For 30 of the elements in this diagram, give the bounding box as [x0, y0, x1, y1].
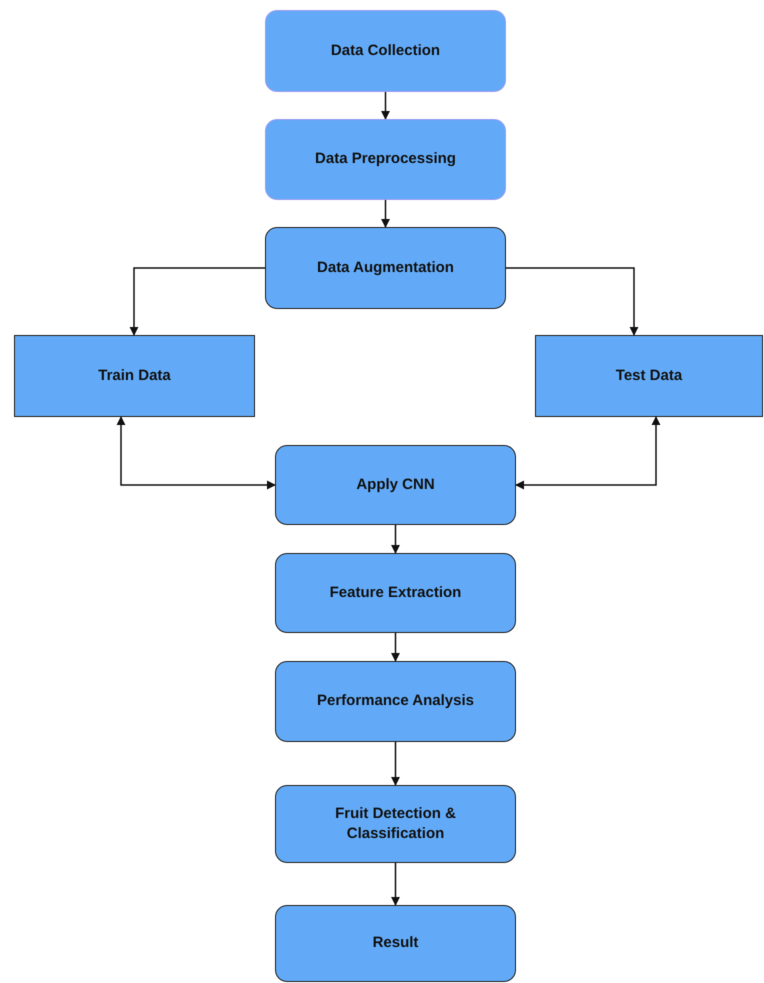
arrow: [381, 200, 390, 228]
arrow: [381, 92, 390, 120]
box-label: Data Preprocessing: [314, 149, 457, 170]
arrow: [391, 525, 400, 554]
arrow: [391, 863, 400, 906]
data-box: [535, 335, 763, 417]
arrow: [130, 267, 265, 336]
box-label: Feature Extraction: [328, 582, 462, 603]
data-box: [14, 335, 255, 417]
box-label: Data Augmentation: [316, 258, 455, 278]
box-label: Apply CNN: [355, 474, 436, 495]
box-label: Performance Analysis: [316, 691, 476, 712]
box-label: Test Data: [614, 366, 684, 386]
box-label: Data Collection: [330, 40, 442, 61]
arrow: [391, 633, 400, 662]
process-box: [275, 445, 516, 525]
arrow: [515, 416, 660, 490]
process-box: [265, 10, 506, 92]
arrow: [506, 267, 638, 336]
process-box: [275, 905, 516, 982]
box-label: Fruit Detection & Classification: [334, 804, 457, 844]
arrow: [116, 416, 276, 490]
process-box: [275, 553, 516, 633]
process-box: [265, 119, 506, 200]
process-box: [275, 661, 516, 742]
arrow: [391, 742, 400, 786]
box-label: Result: [372, 933, 420, 954]
box-label: Train Data: [97, 366, 172, 386]
process-box: [275, 785, 516, 863]
process-box: [265, 227, 506, 309]
